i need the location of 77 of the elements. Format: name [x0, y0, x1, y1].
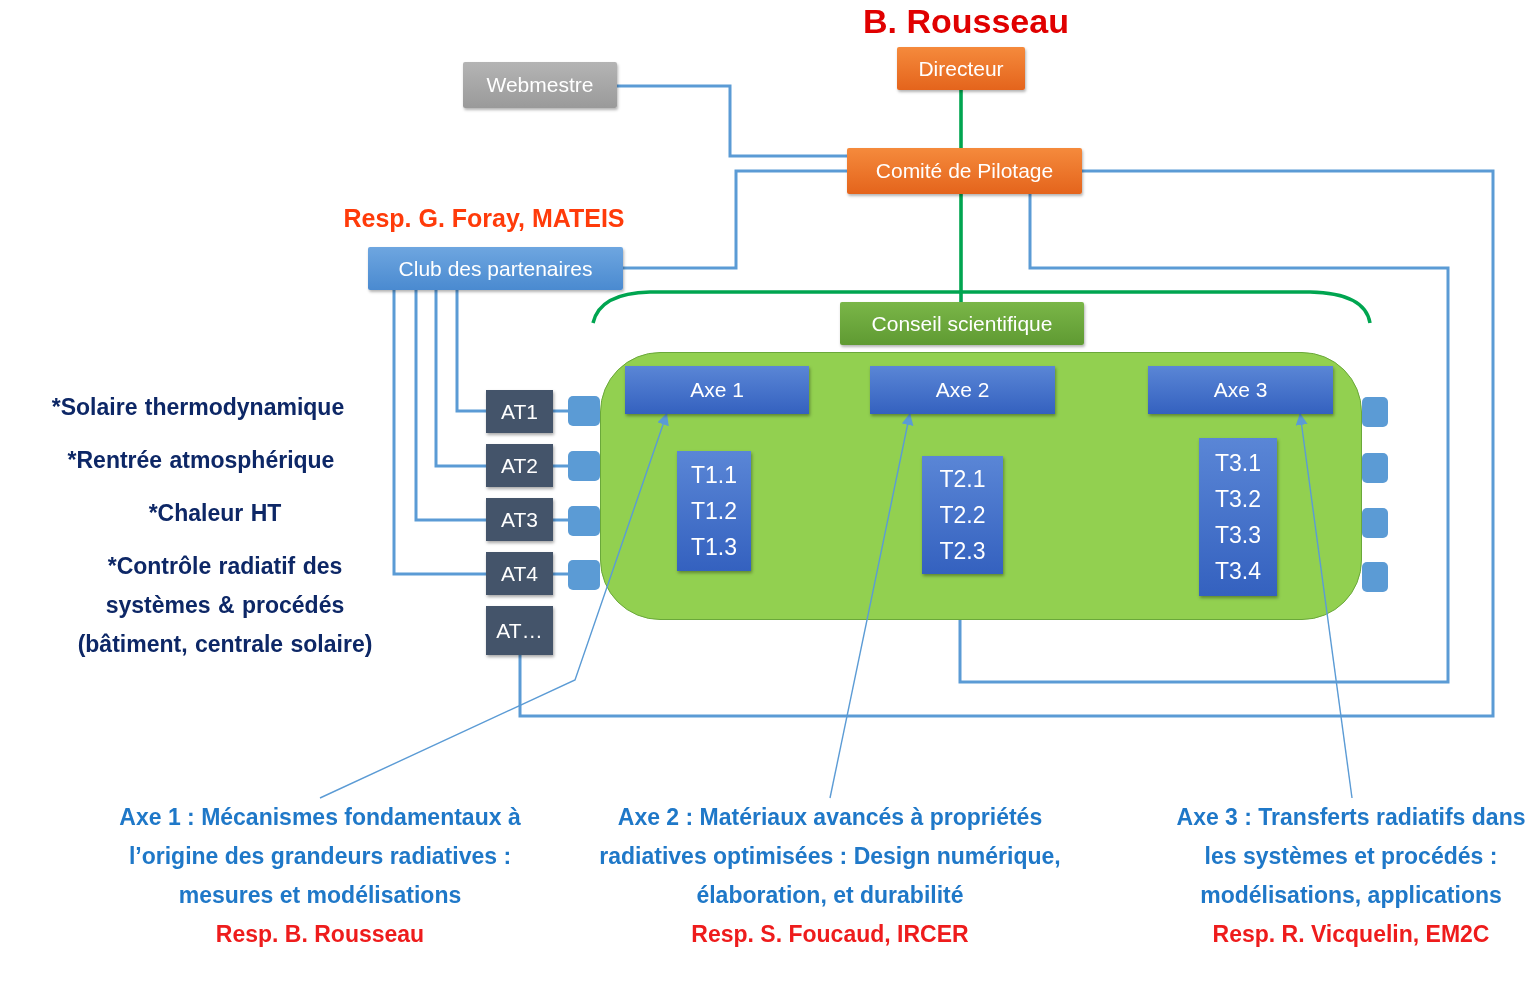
connector-line — [958, 194, 1450, 684]
box-label: AT… — [496, 617, 543, 644]
connector-line — [959, 194, 963, 302]
task-label: T2.3 — [939, 537, 986, 566]
axis-description-text: Axe 1 : Mécanismes fondamentaux à l’origine des grandeurs radiatives : mesures et modélisations — [118, 803, 522, 910]
connector-line — [623, 169, 847, 270]
platform-panel — [600, 352, 1362, 620]
research-theme-label: *Contrôle radiatif des systèmes & procédés (bâtiment, centrale solaire) — [76, 552, 374, 659]
role-box — [463, 62, 617, 108]
task-label: T1.2 — [691, 497, 737, 526]
workshop-box — [486, 552, 553, 595]
box-label: Conseil scientifique — [871, 310, 1053, 337]
workshop-box — [486, 606, 553, 655]
council-box — [840, 302, 1084, 345]
connector-tab — [1362, 562, 1388, 592]
axis-header-box — [625, 366, 809, 414]
box-label: Axe 1 — [690, 377, 744, 403]
responsible-label: Resp. S. Foucaud, IRCER — [691, 920, 969, 949]
task-list-box — [677, 451, 751, 571]
axis-description-text: Axe 3 : Transferts radiatifs dans les systèmes et procédés : modélisations, applications — [1175, 803, 1527, 910]
task-label: T3.2 — [1215, 485, 1261, 514]
connector-line — [414, 290, 486, 522]
responsible-label: Resp. R. Vicquelin, EM2C — [1212, 920, 1490, 949]
connector-tab — [568, 396, 600, 426]
task-list-box — [922, 456, 1003, 574]
connector-line — [553, 518, 568, 522]
role-box — [897, 47, 1025, 90]
box-label: Club des partenaires — [398, 255, 593, 282]
axis-header-box — [1148, 366, 1333, 414]
task-label: T3.1 — [1215, 449, 1261, 478]
connector-tab — [568, 451, 600, 481]
arrow — [319, 412, 669, 799]
task-label: T1.1 — [691, 461, 737, 490]
box-label: Directeur — [918, 55, 1004, 82]
task-list-box — [1199, 438, 1277, 596]
box-label: AT1 — [501, 398, 538, 425]
research-theme-label: *Rentrée atmosphérique — [66, 446, 336, 475]
box-label: AT3 — [501, 506, 538, 533]
connector-line — [553, 464, 568, 468]
task-label: T2.1 — [939, 465, 986, 494]
axis-header-box — [870, 366, 1055, 414]
task-label: T1.3 — [691, 533, 737, 562]
connector-tab — [1362, 508, 1388, 538]
box-label: Axe 2 — [935, 377, 990, 403]
arrow — [1295, 412, 1353, 799]
connector-tab — [1362, 453, 1388, 483]
role-box — [847, 148, 1082, 194]
connector-line — [553, 409, 568, 413]
workshop-box — [486, 390, 553, 433]
arrow — [829, 412, 914, 799]
connector-line — [518, 169, 1495, 718]
connector-line — [959, 90, 963, 148]
axis-description-text: Axe 2 : Matériaux avancés à propriétés radiatives optimisées : Design numérique, élaboration, et durabilité — [598, 803, 1062, 910]
task-label: T2.2 — [939, 501, 986, 530]
connector-tab — [1362, 397, 1388, 427]
box-label: AT4 — [501, 560, 538, 587]
connector-line — [392, 290, 486, 576]
box-label: Axe 3 — [1213, 377, 1268, 403]
connector-tab — [568, 506, 600, 536]
role-box — [368, 247, 623, 290]
connector-line — [455, 290, 486, 413]
task-label: T3.4 — [1215, 557, 1261, 586]
responsible-label: Resp. G. Foray, MATEIS — [342, 204, 626, 233]
connector-line — [617, 84, 847, 158]
workshop-box — [486, 498, 553, 541]
connector-line — [553, 572, 568, 576]
workshop-box — [486, 444, 553, 487]
task-label: T3.3 — [1215, 521, 1261, 550]
research-theme-label: *Chaleur HT — [147, 499, 283, 528]
research-theme-label: *Solaire thermodynamique — [50, 393, 346, 422]
box-label: Webmestre — [486, 72, 594, 98]
responsible-label: B. Rousseau — [862, 2, 1070, 41]
responsible-label: Resp. B. Rousseau — [215, 920, 425, 949]
connector-tab — [568, 560, 600, 590]
connector-line — [434, 290, 486, 468]
box-label: Comité de Pilotage — [875, 158, 1054, 184]
box-label: AT2 — [501, 452, 538, 479]
